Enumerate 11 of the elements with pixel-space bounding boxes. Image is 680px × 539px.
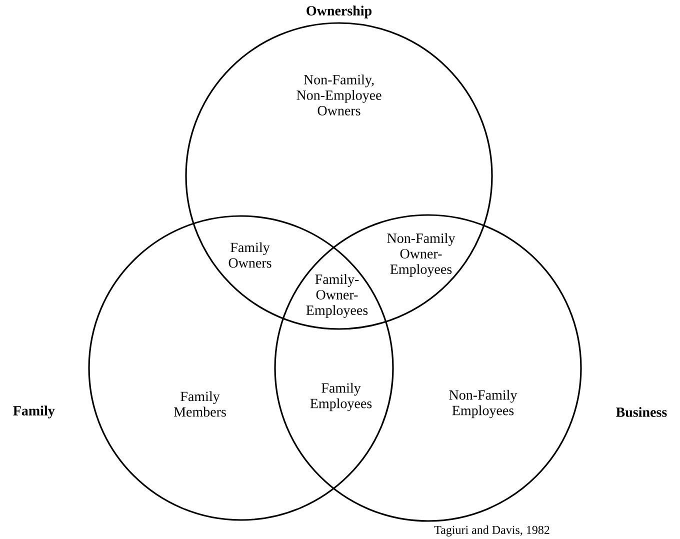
node-label: Family: [13, 406, 55, 418]
region-label: Non-Family Owner-Employees: [387, 233, 456, 277]
caption: Tagiuri and Davis, 1982: [434, 526, 550, 536]
region-label: Non-Family Employees: [449, 390, 518, 418]
region-label: Family Employees: [310, 382, 372, 412]
node-label: Business: [616, 407, 667, 417]
region-label: Non-Family, Non-Employee Owners: [296, 74, 382, 116]
region-label: Family Owners: [228, 242, 272, 268]
node-label: Ownership: [306, 6, 372, 18]
region-label: Family-Owner-Employees: [306, 274, 368, 318]
region-label: Family Members: [174, 391, 226, 417]
